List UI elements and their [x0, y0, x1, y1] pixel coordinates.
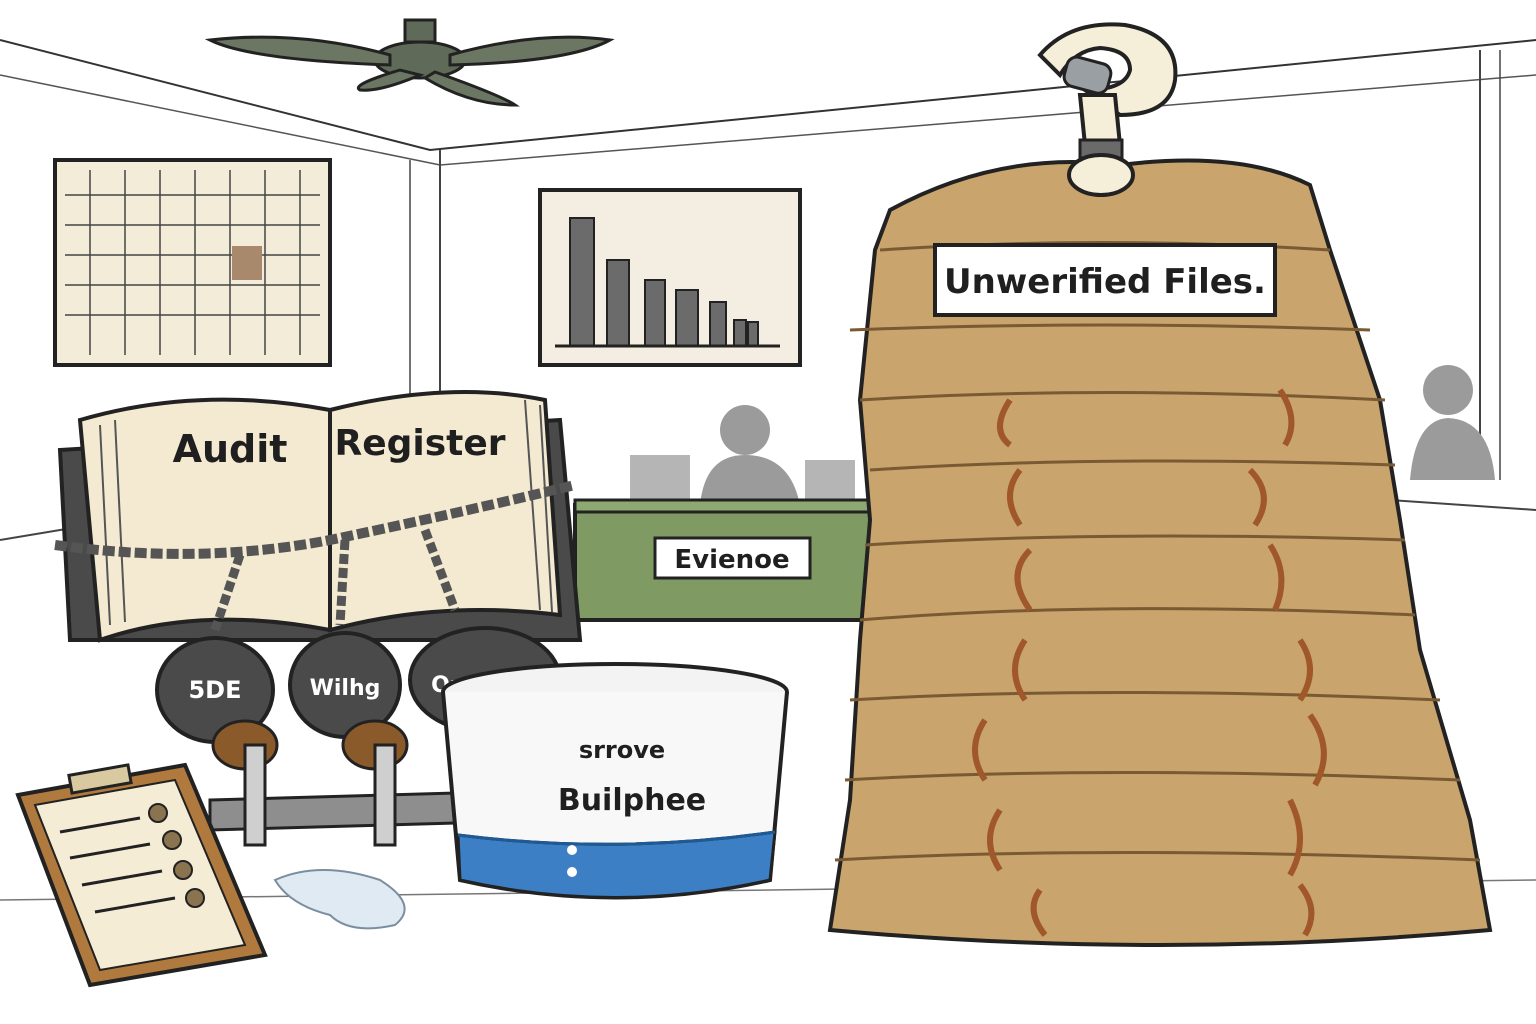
book-right-page-label: Register [334, 423, 505, 464]
valve-wilhg[interactable]: Wilhg [288, 631, 409, 847]
stack-sign-label: Unwerified Files. [944, 262, 1266, 302]
bucket-label-line2: Builphee [558, 783, 706, 818]
storage-bucket: srrove Builphee [441, 662, 789, 900]
counter-sign-label: Evienoe [674, 545, 789, 575]
bucket-label-line1: srrove [579, 736, 665, 764]
service-counter: Evienoe [573, 498, 902, 622]
question-mark-icon [1037, 22, 1178, 197]
unverified-files-stack: Unwerified Files. [827, 158, 1493, 947]
valve-label: Wilhg [310, 676, 381, 701]
background-person-silhouette [630, 365, 1495, 505]
wall-bar-chart-icon [538, 188, 802, 367]
wall-calendar-icon [53, 158, 332, 367]
water-puddle [273, 869, 406, 930]
book-left-page-label: Audit [173, 427, 288, 471]
valve-label: 5DE [188, 676, 241, 704]
clipboard-icon [15, 762, 268, 988]
valve-5de[interactable]: 5DE [155, 636, 279, 847]
ceiling-fan-icon [204, 18, 615, 107]
audit-register-book: Audit Register [54, 390, 583, 643]
